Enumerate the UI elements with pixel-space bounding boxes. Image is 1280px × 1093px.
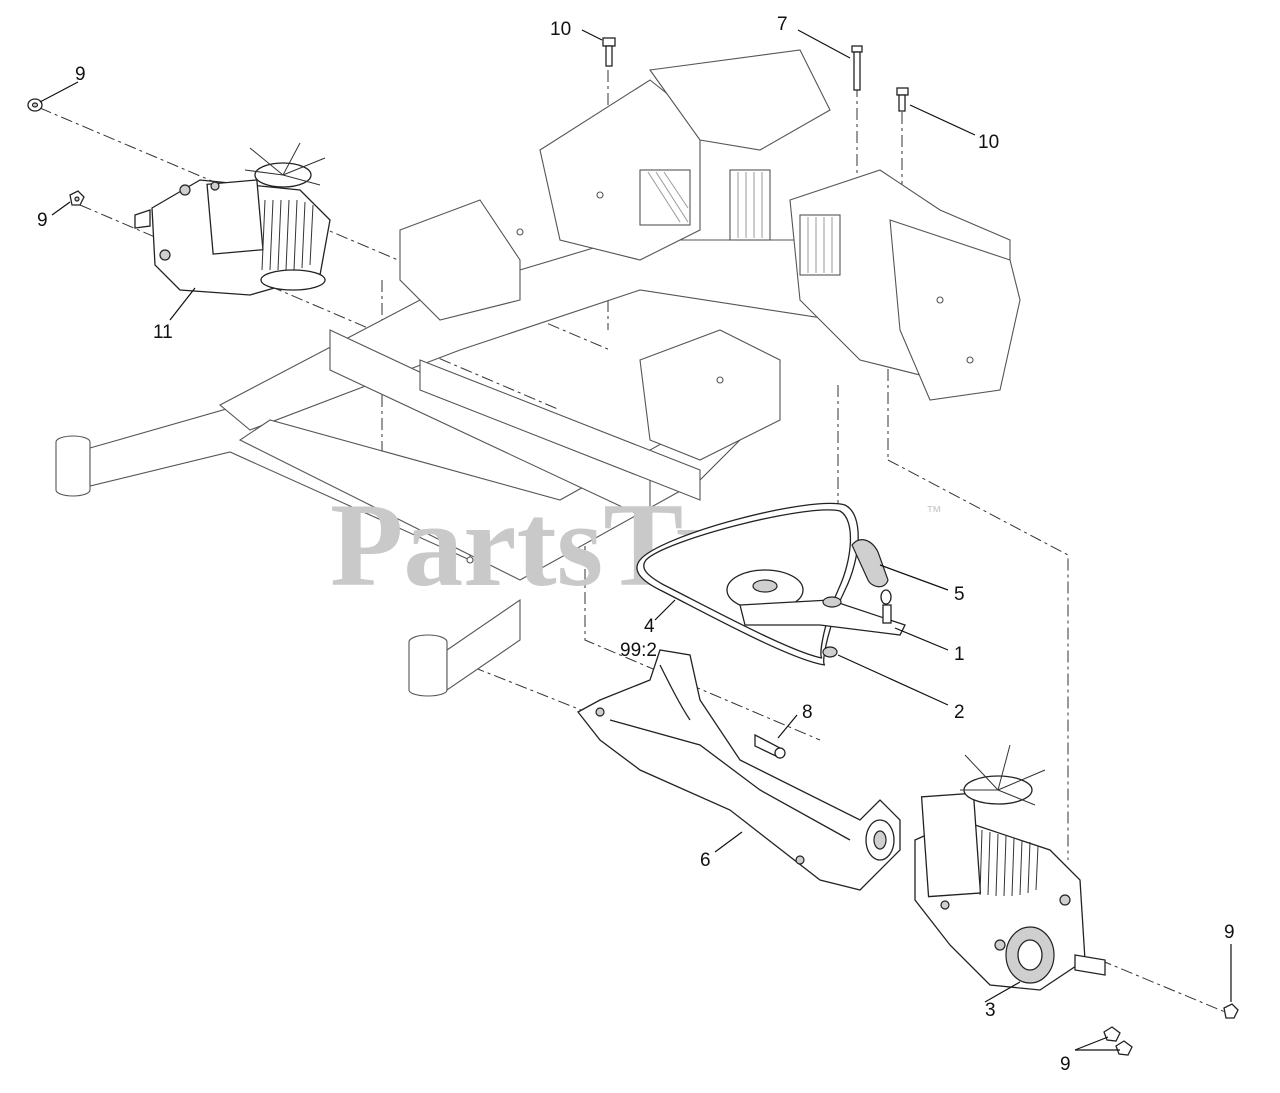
nut-part-9-left[interactable]: [69, 190, 85, 206]
callout-6: 6: [700, 850, 711, 871]
callout-9-right: 9: [1224, 922, 1235, 943]
callout-99-2: 99:2: [620, 640, 657, 661]
callout-1: 1: [954, 644, 965, 665]
bolt-part-10-right[interactable]: [896, 87, 909, 112]
callout-9-lower: 9: [1060, 1054, 1071, 1075]
callout-4: 4: [644, 616, 655, 637]
callout-10-right: 10: [978, 132, 999, 153]
left-cooling-fins: [261, 199, 314, 271]
callout-3: 3: [985, 1000, 996, 1021]
bolt-part-7[interactable]: [851, 45, 863, 91]
bolt-part-10-left[interactable]: [602, 37, 616, 67]
callout-5: 5: [954, 584, 965, 605]
right-transaxle-part-3[interactable]: [914, 744, 1106, 991]
spring-part-5[interactable]: [851, 539, 892, 605]
pin-part-8[interactable]: [754, 733, 786, 760]
frame-vents: [639, 169, 841, 276]
callout-9-left: 9: [37, 210, 48, 231]
callout-10-left: 10: [550, 19, 571, 40]
callout-8: 8: [802, 702, 813, 723]
left-cooling-fan: [244, 142, 326, 188]
leader-lines: [39, 29, 1232, 1051]
washer-part-9-upper-left[interactable]: [27, 98, 43, 112]
trademark-symbol: ™: [926, 504, 942, 521]
chassis-frame: [55, 49, 1021, 697]
callout-2: 2: [954, 702, 965, 723]
callout-9-upper-left: 9: [75, 64, 86, 85]
callout-7: 7: [777, 14, 788, 35]
callout-labels: 9 9 11 10 7 10 5 4 99:2 1 2 8 6 9 3 9: [37, 14, 1235, 1075]
nut-part-9-right[interactable]: [1223, 1003, 1239, 1019]
nuts-part-9-lower[interactable]: [1103, 1026, 1133, 1056]
screw-part-2[interactable]: [822, 646, 838, 658]
callout-11: 11: [153, 322, 173, 343]
pump-bracket-part-6[interactable]: [577, 649, 901, 891]
idler-pulley-arm-part-1[interactable]: [726, 569, 906, 636]
left-transaxle-part-11[interactable]: [134, 142, 331, 296]
right-cooling-fan: [960, 744, 1046, 806]
right-cooling-fins: [979, 829, 1039, 897]
